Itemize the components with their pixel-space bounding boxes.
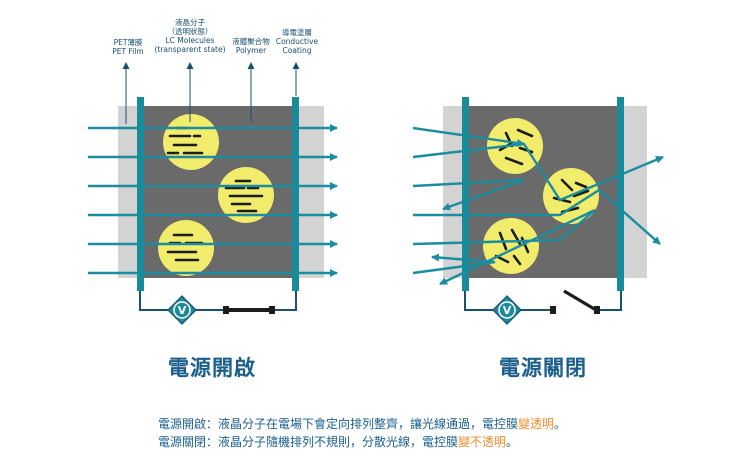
caption-highlight: 變不透明 [458,435,507,449]
caption-power-on: 電源開啟：液晶分子在電場下會定向排列整齊，讓光線通過，電控膜變透明。 [158,417,567,431]
conductive-coating-right [292,97,299,291]
lc-molecule [163,114,219,170]
circuit-closed [139,291,297,311]
panel-power-off: V [412,97,664,325]
caption-highlight: 變透明 [518,417,555,431]
lc-molecule [158,220,214,276]
circuit-open [464,291,622,311]
voltmeter-symbol: V [503,304,512,317]
conductive-coating-left [137,97,144,291]
conductive-coating-left [462,97,469,291]
lc-molecule [483,218,539,274]
title-power-off: 電源關閉 [499,356,587,380]
voltmeter-symbol: V [178,304,187,317]
label-lc-molecules: 液晶分子（透明狀態）LC Molecules(transparent state… [154,18,226,54]
caption-power-off: 電源關閉：液晶分子隨機排列不規則，分散光線，電控膜變不透明。 [158,435,519,449]
conductive-coating-right [617,97,624,291]
title-power-on: 電源開啟 [168,356,256,380]
switch-open [563,289,597,312]
panel-power-on: V [88,97,338,325]
